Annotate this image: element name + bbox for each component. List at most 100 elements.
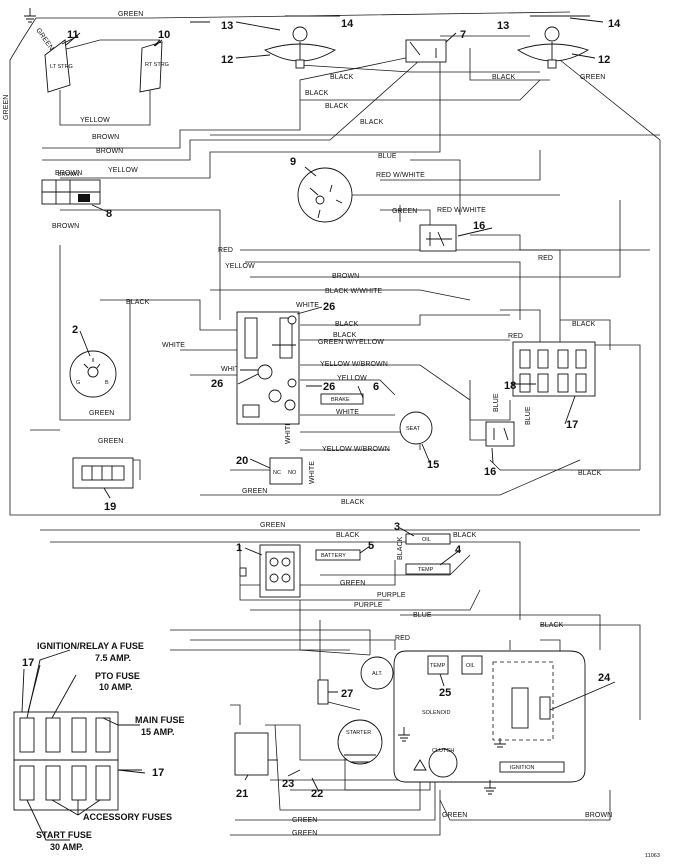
callout-12-left: 12 (221, 54, 233, 66)
wire-label-blue-1: BLUE (378, 153, 397, 160)
main-fuse-amp: 15 AMP. (141, 727, 175, 737)
brake-label: BRAKE (331, 397, 350, 403)
starter-label: STARTER (346, 730, 371, 736)
pto-fuse-label: PTO FUSE (95, 671, 140, 681)
wire-label-green-yellow: GREEN W/YELLOW (318, 339, 384, 346)
pto-fuse-amp: 10 AMP. (99, 682, 133, 692)
ignition-relay-fuse-amp: 7.5 AMP. (95, 653, 131, 663)
callout-18: 18 (504, 380, 516, 392)
ignition-relay-fuse-label: IGNITION/RELAY A FUSE (37, 641, 144, 651)
wire-label-white-2: WHITE (162, 342, 185, 349)
temp-label-25: TEMP (430, 663, 446, 669)
wire-label-black-4: BLACK (360, 119, 384, 126)
callout-3: 3 (394, 521, 400, 533)
wire-label-yellow-2: YELLOW (108, 167, 138, 174)
connector-19 (72, 457, 134, 489)
callout-9: 9 (290, 156, 296, 168)
headlight-left (263, 15, 340, 69)
wire-label-green-3: GREEN (392, 208, 417, 215)
callout-8: 8 (106, 208, 112, 220)
callout-7: 7 (460, 29, 466, 41)
relay-16-lower (485, 421, 515, 447)
wire-label-black-8: BLACK (333, 332, 357, 339)
wire-label-purple-1: PURPLE (377, 592, 406, 599)
wire-label-brown-6: BROWN (585, 812, 612, 819)
wire-label-green-6: GREEN (242, 488, 267, 495)
callout-17-legend-bottom: 17 (152, 767, 164, 779)
callout-26-mid: 26 (323, 381, 335, 393)
no-label: NO (288, 470, 297, 476)
wire-label-purple-2: PURPLE (354, 602, 383, 609)
solenoid-label: SOLENOID (422, 710, 450, 716)
connector-8: BROWN (41, 172, 101, 205)
wire-label-green-diag: GREEN (34, 27, 54, 52)
wire-label-white-4: WHITE (336, 409, 359, 416)
callout-26-top: 26 (323, 301, 335, 313)
callout-11: 11 (67, 29, 79, 41)
callout-1: 1 (236, 542, 242, 554)
seat-switch: SEAT (399, 411, 433, 445)
wire-label-black-13: BLACK (453, 532, 477, 539)
wire-label-black-7: BLACK (335, 321, 359, 328)
wire-label-white-1: WHITE (296, 302, 319, 309)
main-fuse-label: MAIN FUSE (135, 715, 185, 725)
wire-label-black-3: BLACK (325, 103, 349, 110)
wire-label-green-10: GREEN (292, 817, 317, 824)
wire-label-green-9: GREEN (442, 812, 467, 819)
seat-label: SEAT (406, 426, 421, 432)
svg-text:B: B (105, 380, 109, 386)
callout-14-left: 14 (341, 18, 354, 30)
wire-label-white-3: WHITE (221, 366, 244, 373)
wire-label-green-top: GREEN (118, 11, 143, 18)
callout-14-right: 14 (608, 18, 621, 30)
wire-label-brown-1: BROWN (92, 134, 119, 141)
pto-clutch: CLUTCH (428, 748, 458, 778)
wire-label-black-12: BLACK (336, 532, 360, 539)
wire-label-white-5: WHITE (285, 421, 292, 444)
wire-label-black-white: BLACK W/WHITE (325, 288, 383, 295)
wire-label-green-5: GREEN (98, 438, 123, 445)
connector-8-brown: BROWN (58, 172, 79, 178)
temp-label-4: TEMP (418, 567, 434, 573)
wire-label-black-15: BLACK (540, 622, 564, 629)
wire-label-black-6: BLACK (126, 299, 150, 306)
alt-label: ALT. (372, 671, 383, 677)
wire-label-black-9: BLACK (572, 321, 596, 328)
alternator: ALT. (360, 656, 394, 690)
wire-label-blue-4: BLUE (413, 612, 432, 619)
drawing-number: 11063 (645, 853, 660, 859)
wire-label-brown-2: BROWN (96, 148, 123, 155)
lt-steering-switch: LT STRG (44, 35, 79, 93)
callout-16-top: 16 (473, 220, 485, 232)
light-relay (405, 39, 447, 63)
starter-motor: STARTER (337, 719, 383, 765)
wire-label-red-white-2: RED W/WHITE (437, 207, 486, 214)
wire-label-green-left: GREEN (3, 95, 10, 120)
wire-label-black-1: BLACK (330, 74, 354, 81)
callout-2: 2 (72, 324, 78, 336)
wire-label-black-2: BLACK (305, 90, 329, 97)
callout-10: 10 (158, 29, 170, 41)
callout-15: 15 (427, 459, 439, 471)
callout-21: 21 (236, 788, 248, 800)
callout-6: 6 (373, 381, 379, 393)
battery-label: BATTERY (321, 553, 346, 559)
callout-24: 24 (598, 672, 611, 684)
callout-22: 22 (311, 788, 323, 800)
wire-label-red-4: RED (395, 635, 410, 642)
wire-label-red-2: RED (538, 255, 553, 262)
callout-4: 4 (455, 544, 462, 556)
wire-label-yellow-brown-2: YELLOW W/BROWN (322, 446, 390, 453)
key-switch-2: G B (69, 350, 117, 398)
oil-sensor-3: OIL (405, 533, 451, 545)
wire-labels: GREEN GREEN GREEN YELLOW BROWN BROWN YEL… (3, 11, 612, 837)
wire-label-red-1: RED (218, 247, 233, 254)
brake-switch: BRAKE (320, 393, 364, 405)
ground-symbols (24, 8, 506, 795)
ignition-label: IGNITION (510, 765, 534, 771)
wire-label-green-8: GREEN (340, 580, 365, 587)
battery-21 (234, 732, 278, 776)
relay-16-top (419, 224, 457, 252)
wire-label-green-11: GREEN (292, 830, 317, 837)
